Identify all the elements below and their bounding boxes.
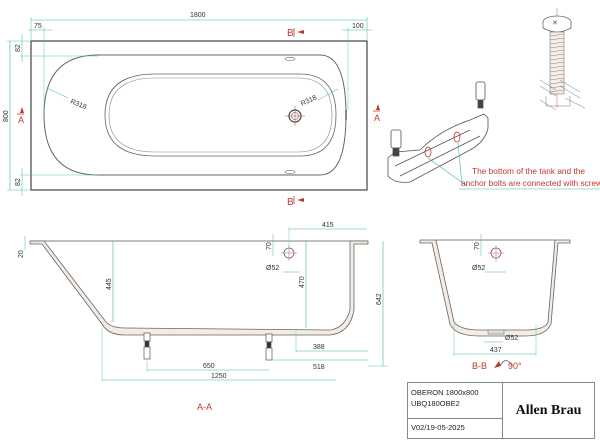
anchor-bracket — [387, 81, 489, 183]
dim-leg-span: 1250 — [211, 373, 227, 380]
arrow-icon — [297, 198, 304, 202]
brand-logo: Allen Brau — [515, 402, 582, 418]
dim-edge-bottom: 82 — [15, 178, 22, 186]
leader-line — [457, 142, 463, 186]
drain-bb — [487, 329, 505, 335]
dim-overflow-diameter: Ø52 — [266, 265, 279, 272]
dim-depth-inner: 445 — [106, 278, 113, 290]
section-a-left: A — [18, 115, 24, 125]
bolt-right-thread — [477, 99, 484, 109]
model-name: OBERON 1800x800 — [411, 388, 479, 397]
slot-bottom — [284, 170, 296, 174]
phillips-icon: ✕ — [552, 20, 558, 27]
note-line-1: The bottom of the tank and the — [472, 166, 585, 176]
radius-left: R318 — [69, 98, 87, 111]
section-bb: 70 Ø52 Ø52 437 B-B 90° — [419, 234, 571, 371]
bolt-right — [475, 81, 486, 101]
rotate-icon — [499, 360, 513, 367]
title-block: OBERON 1800x800 UBQ180OBE2 Allen Brau V0… — [407, 382, 595, 439]
tub-profile-bb — [419, 239, 571, 337]
tub-outline-top — [30, 40, 368, 191]
bolt-left — [390, 129, 402, 149]
bracket-ridge-2 — [399, 135, 481, 177]
leg-left — [143, 332, 151, 360]
bracket-body — [387, 113, 489, 183]
section-b-top: B — [287, 28, 294, 39]
dim-overflow-from-end: 415 — [322, 222, 334, 229]
bolt-left-thread — [392, 147, 400, 157]
section-b-bottom: B — [287, 197, 294, 208]
dim-length: 1800 — [190, 12, 206, 19]
radius-leader-right — [317, 88, 339, 101]
leg-right — [265, 333, 273, 361]
note-line-2: anchor bolts are connected with screw — [461, 178, 600, 188]
section-aa-label: A-A — [197, 402, 212, 412]
dim-overflow-offset: 70 — [266, 242, 273, 250]
version: V02/19-05-2025 — [408, 419, 503, 438]
bracket-ridge — [394, 129, 471, 167]
dim-overflow-offset-bb: 70 — [474, 242, 481, 250]
screw-plate — [539, 79, 586, 111]
dim-leg-spacing: 650 — [203, 363, 215, 370]
dim-overflow-diameter-bb: Ø52 — [472, 265, 485, 272]
dim-drain-diameter-bb: Ø52 — [505, 335, 518, 342]
section-aa: 20 445 415 70 Ø52 470 642 388 518 650 12… — [18, 222, 388, 412]
arrow-icon — [376, 104, 380, 110]
basin-inner-2 — [108, 77, 333, 153]
screw-threads — [549, 33, 565, 93]
dim-overflow-depth: 470 — [299, 276, 306, 288]
tub-profile — [29, 240, 369, 336]
section-bb-label: B-B — [472, 361, 487, 371]
radius-leader-left — [46, 87, 69, 99]
rotation-label: 90° — [508, 361, 522, 371]
arrow-icon — [494, 361, 501, 368]
side-mark — [345, 110, 347, 120]
arrow-icon — [20, 107, 24, 113]
model-code: UBQ180OBE2 — [411, 399, 460, 408]
arrow-icon — [297, 30, 304, 34]
leader-line — [427, 157, 468, 187]
screw-detail: ✕ — [539, 8, 586, 111]
dim-bottom-width: 437 — [490, 347, 502, 354]
dim-leg-from-end: 518 — [313, 364, 325, 371]
dim-edge-right: 100 — [352, 23, 364, 30]
top-view: 1800 75 100 800 82 82 R318 R318 B B — [3, 12, 380, 208]
dim-width: 800 — [3, 110, 10, 122]
dim-drain-from-end: 388 — [313, 344, 325, 351]
title-block-model-cell: OBERON 1800x800 UBQ180OBE2 — [408, 383, 503, 419]
dim-edge-top: 82 — [15, 44, 22, 52]
screw-point-1 — [424, 146, 432, 158]
slot-top — [284, 57, 296, 61]
section-a-right: A — [374, 113, 380, 123]
dim-rim: 20 — [18, 250, 25, 258]
radius-right: R318 — [300, 94, 318, 107]
screw-point-2 — [453, 131, 461, 143]
dim-edge-left: 75 — [34, 23, 42, 30]
dim-total-height: 642 — [376, 293, 383, 305]
